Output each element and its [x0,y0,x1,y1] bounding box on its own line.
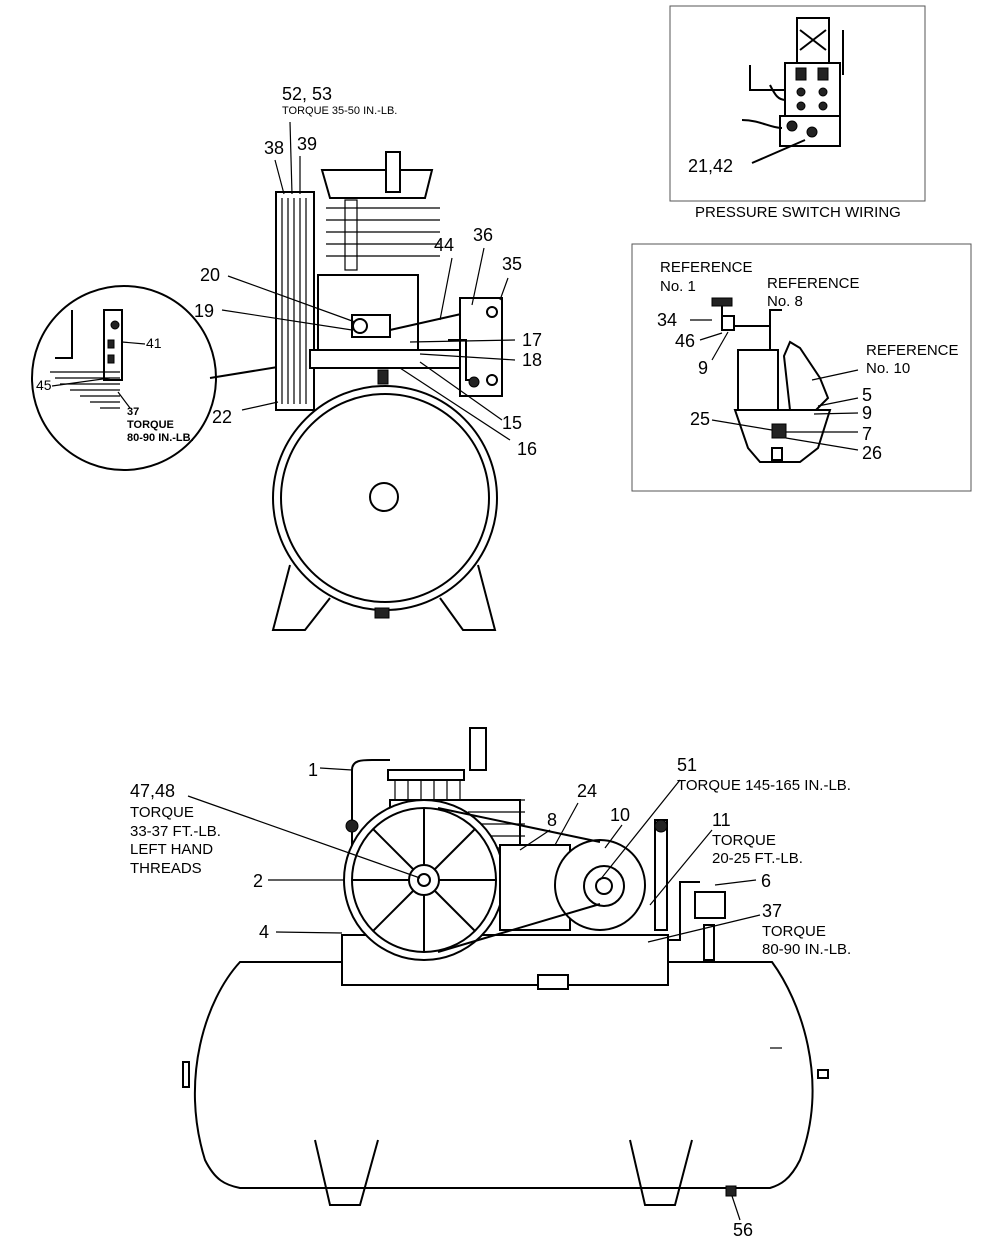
pressure-switch-wiring-caption: PRESSURE SWITCH WIRING [695,204,901,221]
callout-36: 36 [473,225,493,245]
callout-16: 16 [517,439,537,459]
callout-1: 1 [308,760,318,780]
callout-44: 44 [434,235,454,255]
callout-11: 11 [712,810,731,830]
callout-15: 15 [502,413,522,433]
callout-9-upper: 9 [698,358,708,378]
callout-39: 39 [297,134,317,154]
callout-34: 34 [657,310,677,330]
torque-47-line1: TORQUE [130,804,194,821]
callout-21-42: 21,42 [688,156,733,176]
callout-10: 10 [610,805,630,825]
callout-22: 22 [212,407,232,427]
callout-17: 17 [522,330,542,350]
callout-25: 25 [690,409,710,429]
reference-no1-number: No. 1 [660,278,696,295]
reference-no8-number: No. 8 [767,293,803,310]
belt-guard-detail-inset: 41 45 37 TORQUE 80-90 IN.-LB. [31,285,291,471]
compressor-front-view: 1 47,48 TORQUE 33-37 FT.-LB. LEFT HAND T… [130,727,851,1240]
callout-2: 2 [253,871,263,891]
reference-no10-label: REFERENCE [866,342,959,359]
callout-37-inset: 37 [127,406,139,418]
callout-35: 35 [502,254,522,274]
torque-47-line3: LEFT HAND [130,841,213,858]
torque-47-line2: 33-37 FT.-LB. [130,823,221,840]
callout-47-48: 47,48 [130,781,175,801]
callout-20: 20 [200,265,220,285]
torque-52-53: TORQUE 35-50 IN.-LB. [282,105,397,117]
callout-41: 41 [146,335,162,351]
callout-38: 38 [264,138,284,158]
callout-7: 7 [862,424,872,444]
reference-no1-label: REFERENCE [660,259,753,276]
callout-52-53: 52, 53 [282,84,332,104]
callout-26: 26 [862,443,882,463]
reference-no10-number: No. 10 [866,360,910,377]
compressor-side-view: 52, 53 TORQUE 35-50 IN.-LB. 38 39 44 36 … [194,84,542,631]
callout-46: 46 [675,331,695,351]
reference-no8-label: REFERENCE [767,275,860,292]
callout-6: 6 [761,871,771,891]
callout-18: 18 [522,350,542,370]
torque-37-inset-line2: 80-90 IN.-LB. [127,432,194,444]
callout-45: 45 [36,377,52,393]
torque-37-line1: TORQUE [762,923,826,940]
pressure-switch-wiring-inset: 21,42 PRESSURE SWITCH WIRING [669,5,926,221]
torque-11-line2: 20-25 FT.-LB. [712,850,803,867]
callout-24: 24 [577,781,597,801]
reference-detail-inset: REFERENCE No. 1 REFERENCE No. 8 REFERENC… [631,243,972,492]
torque-37-line2: 80-90 IN.-LB. [762,941,851,958]
callout-4: 4 [259,922,269,942]
torque-11-line1: TORQUE [712,832,776,849]
torque-47-line4: THREADS [130,860,202,877]
callout-8: 8 [547,810,557,830]
callout-9-lower: 9 [862,403,872,423]
callout-5: 5 [862,385,872,405]
callout-37: 37 [762,901,782,921]
torque-37-inset-line1: TORQUE [127,419,174,431]
torque-51: TORQUE 145-165 IN.-LB. [677,777,851,794]
callout-51: 51 [677,755,697,775]
callout-19: 19 [194,301,214,321]
callout-56: 56 [733,1220,753,1240]
